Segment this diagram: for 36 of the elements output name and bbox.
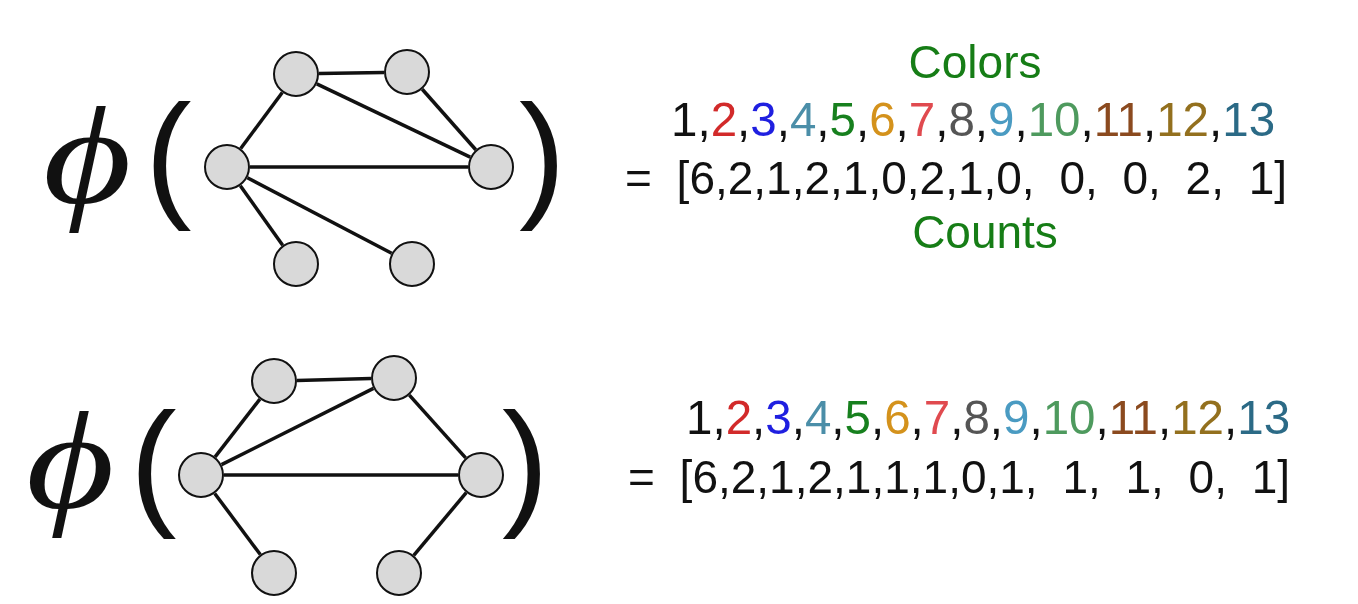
color-index-row: 1,2,3,4,5,6,7,8,9,10,11,12,13	[671, 96, 1276, 144]
graph-edge	[239, 91, 284, 150]
graph-edge	[296, 376, 372, 383]
graph-vertex	[468, 144, 514, 190]
graph-edge	[213, 398, 262, 458]
graph-edge	[220, 386, 375, 467]
row-heading: Colors	[908, 39, 1042, 85]
graph-edge	[412, 491, 468, 557]
graph-edge	[316, 82, 471, 159]
graph-vertex	[371, 355, 417, 401]
graph-edge	[213, 492, 262, 556]
phi-symbol: ϕ	[41, 77, 133, 235]
graph-edge	[250, 165, 468, 169]
graph-vertex	[251, 550, 297, 596]
graph-vertex	[458, 452, 504, 498]
graph-edge	[224, 473, 458, 477]
graph-vertex	[376, 550, 422, 596]
graph-edge	[420, 88, 478, 151]
left-parenthesis: (	[144, 74, 193, 234]
graph-vertex	[389, 241, 435, 287]
graph-edge	[246, 176, 393, 255]
graph-vertex	[204, 144, 250, 190]
graph-edge	[408, 393, 467, 460]
graph-edge	[318, 70, 385, 76]
graph-vertex	[178, 452, 224, 498]
right-parenthesis: )	[518, 74, 567, 234]
graph-vertex	[384, 49, 430, 95]
graph-vertex	[251, 358, 297, 404]
phi-symbol: ϕ	[24, 382, 116, 540]
graph-vertex	[273, 241, 319, 287]
row-heading: Counts	[912, 209, 1058, 255]
graph-edge	[238, 184, 285, 247]
color-index-row: 1,2,3,4,5,6,7,8,9,10,11,12,13	[686, 394, 1291, 442]
left-parenthesis: (	[129, 382, 178, 542]
graph-vertex	[273, 51, 319, 97]
right-parenthesis: )	[501, 382, 550, 542]
